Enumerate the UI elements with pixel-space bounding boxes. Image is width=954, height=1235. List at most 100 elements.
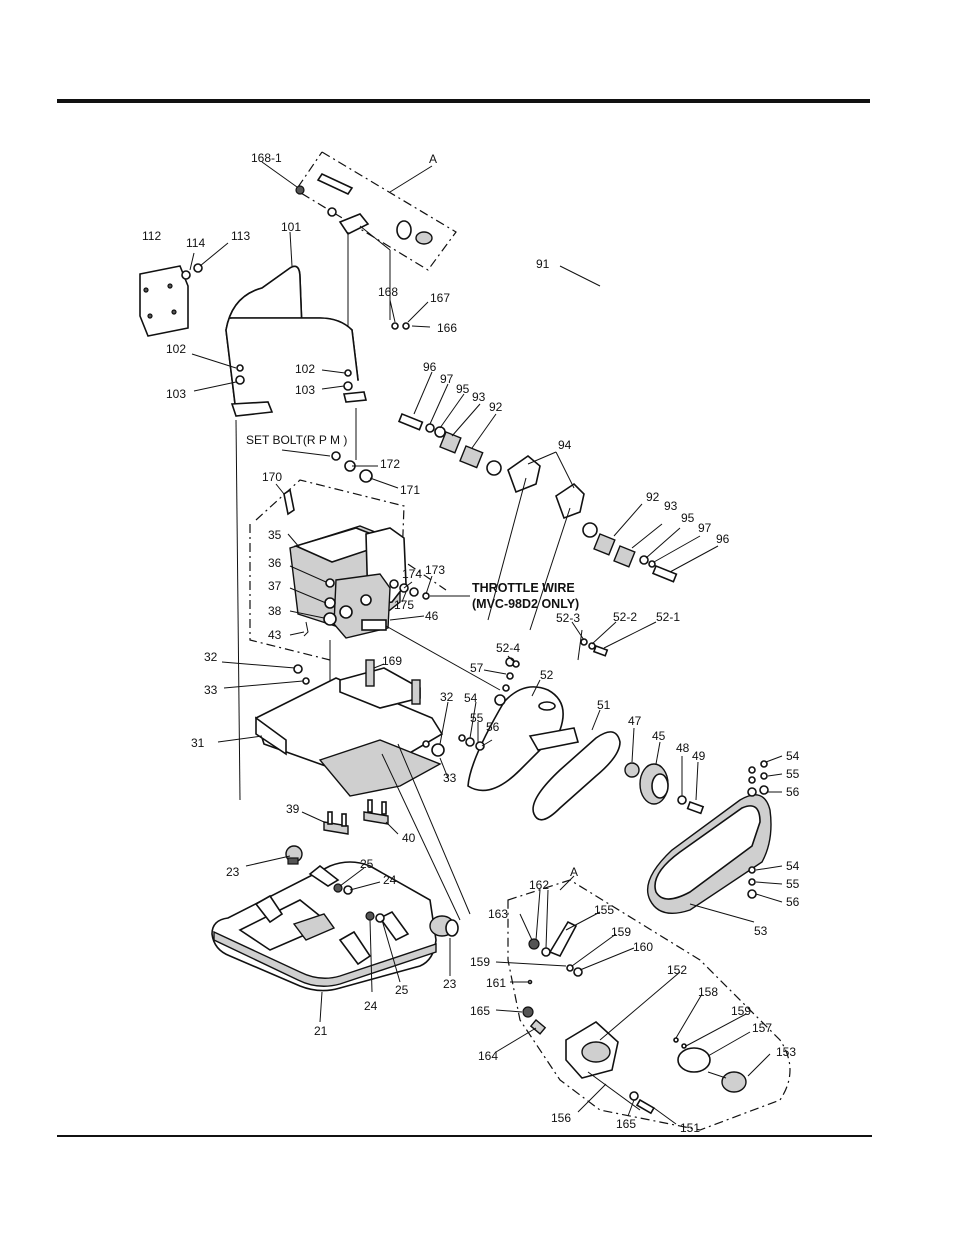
- label-159b: 159: [470, 955, 490, 969]
- label-21: 21: [314, 1024, 328, 1038]
- label-55c: 55: [786, 877, 800, 891]
- label-151: 151: [680, 1121, 700, 1135]
- label-55a: 55: [470, 711, 484, 725]
- label-39: 39: [286, 802, 300, 816]
- label-175: 175: [394, 598, 414, 612]
- label-set-bolt: SET BOLT(R P M ): [246, 433, 347, 447]
- label-167: 167: [430, 291, 450, 305]
- label-47: 47: [628, 714, 642, 728]
- label-49: 49: [692, 749, 706, 763]
- label-161: 161: [486, 976, 506, 990]
- label-165b: 165: [616, 1117, 636, 1131]
- label-168: 168: [378, 285, 398, 299]
- label-101: 101: [281, 220, 301, 234]
- label-173: 173: [425, 563, 445, 577]
- throttle-assembly-top: [261, 151, 457, 330]
- footer-rule: [57, 1135, 872, 1137]
- label-52-4: 52-4: [496, 641, 520, 655]
- label-56b: 56: [786, 785, 800, 799]
- label-38: 38: [268, 604, 282, 618]
- label-35: 35: [268, 528, 282, 542]
- label-43: 43: [268, 628, 282, 642]
- belt-cover-front: [646, 755, 783, 923]
- label-103b: 103: [295, 383, 315, 397]
- label-102b: 102: [295, 362, 315, 376]
- label-throttle-model: (MVC-98D2 ONLY): [472, 597, 579, 611]
- label-a-bottom: A: [570, 865, 578, 879]
- label-a-top: A: [429, 152, 437, 166]
- label-32b: 32: [440, 690, 454, 704]
- label-93b: 93: [664, 499, 678, 513]
- label-93a: 93: [472, 390, 486, 404]
- label-throttle-wire: THROTTLE WIRE: [472, 581, 575, 595]
- label-97b: 97: [698, 521, 712, 535]
- label-155: 155: [594, 903, 614, 917]
- callout-labels: 168-1 A 112 114 113 101 168 167 166 91 1…: [142, 151, 800, 1135]
- label-169: 169: [382, 654, 402, 668]
- label-156: 156: [551, 1111, 571, 1125]
- label-92a: 92: [489, 400, 503, 414]
- header-rule: [57, 99, 870, 103]
- label-153: 153: [776, 1045, 796, 1059]
- label-97a: 97: [440, 372, 454, 386]
- label-160: 160: [633, 940, 653, 954]
- label-163: 163: [488, 907, 508, 921]
- label-25a: 25: [360, 857, 374, 871]
- label-54c: 54: [786, 859, 800, 873]
- label-102a: 102: [166, 342, 186, 356]
- label-92b: 92: [646, 490, 660, 504]
- base-frame: [217, 659, 471, 921]
- label-166: 166: [437, 321, 457, 335]
- label-174: 174: [402, 567, 422, 581]
- label-33a: 33: [204, 683, 218, 697]
- label-36: 36: [268, 556, 282, 570]
- label-113: 113: [231, 229, 250, 243]
- label-162: 162: [529, 878, 549, 892]
- label-45: 45: [652, 729, 666, 743]
- label-24b: 24: [364, 999, 378, 1013]
- label-32a: 32: [204, 650, 218, 664]
- throttle-assembly-detail: [495, 875, 791, 1131]
- label-157: 157: [752, 1021, 772, 1035]
- label-23a: 23: [226, 865, 240, 879]
- label-158: 158: [698, 985, 718, 999]
- label-159c: 159: [731, 1004, 751, 1018]
- label-55b: 55: [786, 767, 800, 781]
- label-56a: 56: [486, 720, 500, 734]
- label-48: 48: [676, 741, 690, 755]
- label-94: 94: [558, 438, 572, 452]
- belt-cover-back: [458, 621, 705, 821]
- label-96a: 96: [423, 360, 437, 374]
- label-96b: 96: [716, 532, 730, 546]
- label-37: 37: [268, 579, 282, 593]
- label-172: 172: [380, 457, 400, 471]
- label-24a: 24: [383, 873, 397, 887]
- label-31: 31: [191, 736, 205, 750]
- label-52: 52: [540, 668, 554, 682]
- label-33b: 33: [443, 771, 457, 785]
- label-152: 152: [667, 963, 687, 977]
- label-95a: 95: [456, 382, 470, 396]
- label-40: 40: [402, 831, 416, 845]
- label-170: 170: [262, 470, 282, 484]
- label-165a: 165: [470, 1004, 490, 1018]
- label-159a: 159: [611, 925, 631, 939]
- label-57: 57: [470, 661, 484, 675]
- label-52-1: 52-1: [656, 610, 680, 624]
- base-plate: [211, 845, 459, 1023]
- label-46: 46: [425, 609, 439, 623]
- label-95b: 95: [681, 511, 695, 525]
- label-164: 164: [478, 1049, 498, 1063]
- label-51: 51: [597, 698, 611, 712]
- main-handle: [397, 198, 750, 631]
- label-23b: 23: [443, 977, 457, 991]
- label-103a: 103: [166, 387, 186, 401]
- label-53: 53: [754, 924, 768, 938]
- label-54b: 54: [786, 749, 800, 763]
- label-168-1: 168-1: [251, 151, 282, 165]
- handle-guard: [139, 231, 431, 801]
- label-52-3: 52-3: [556, 611, 580, 625]
- label-56c: 56: [786, 895, 800, 909]
- rubber-mounts: [301, 799, 399, 835]
